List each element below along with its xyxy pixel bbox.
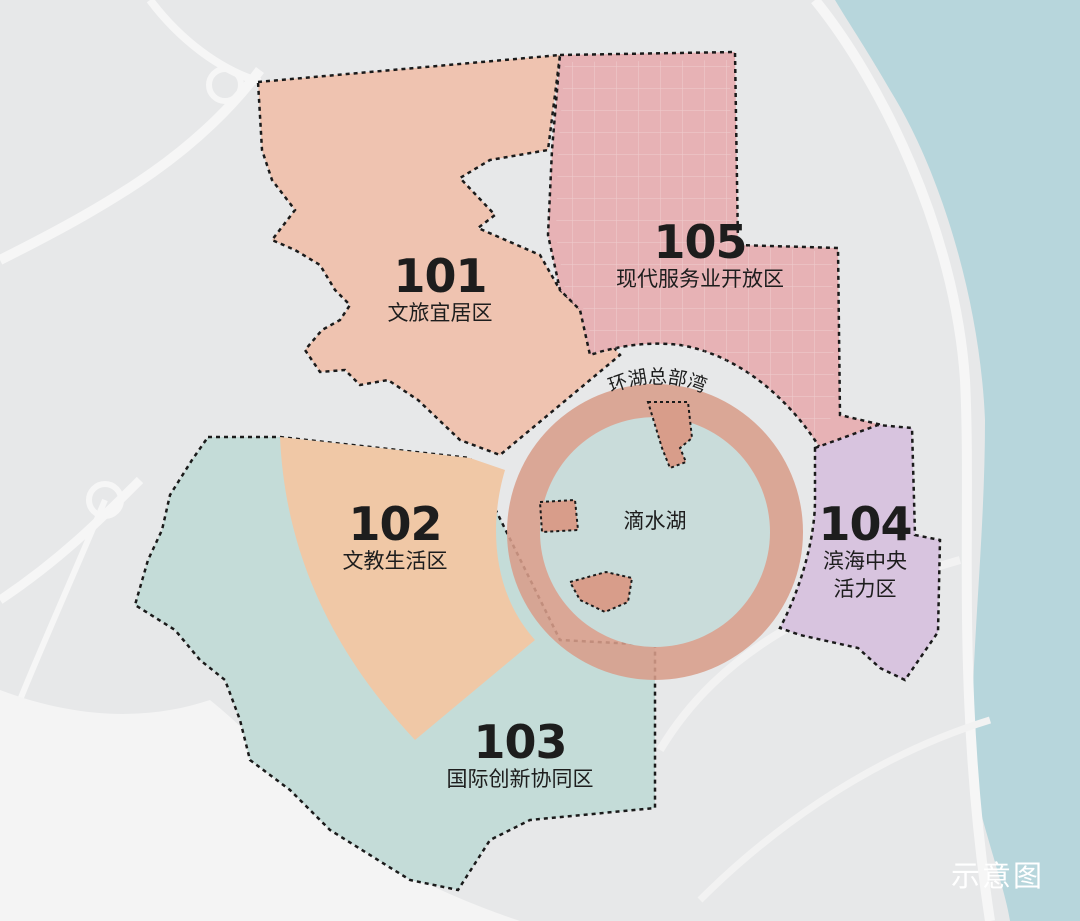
zone-105-label: 105 现代服务业开放区 xyxy=(600,218,800,294)
sea-area xyxy=(835,0,1080,921)
watermark: 示意图 xyxy=(950,859,1044,893)
roundabout-north xyxy=(206,66,244,104)
lake-label-box: 滴水湖 xyxy=(595,508,715,535)
lake-label: 滴水湖 xyxy=(623,509,687,533)
lake-pier-north xyxy=(646,401,694,470)
zone-102-name: 文教生活区 xyxy=(342,549,448,574)
road-north xyxy=(146,0,262,86)
lake-pier-west xyxy=(538,498,580,534)
zone-102-label: 102 文教生活区 xyxy=(325,500,465,576)
zone-105-name: 现代服务业开放区 xyxy=(616,267,784,292)
zone-101-name: 文旅宜居区 xyxy=(387,301,493,326)
zone-104-name-line2: 活力区 xyxy=(833,576,897,601)
zone-105-number: 105 xyxy=(653,215,747,269)
zone-101-area xyxy=(256,53,622,457)
zone-103-name: 国际创新协同区 xyxy=(446,767,594,792)
zone-105-grid xyxy=(556,60,835,440)
road-west xyxy=(0,476,144,604)
zone-102-number: 102 xyxy=(348,497,442,551)
zone-104-label: 104 滨海中央 活力区 xyxy=(810,500,920,603)
zone-104-area xyxy=(778,423,942,682)
zone-103-number: 103 xyxy=(473,715,567,769)
road-west-2 xyxy=(17,498,108,702)
zone-104-number: 104 xyxy=(818,497,912,551)
zone-103-label: 103 国际创新协同区 xyxy=(420,718,620,794)
zone-102-area xyxy=(280,437,535,740)
roundabout-west xyxy=(86,481,124,519)
zone-101-label: 101 文旅宜居区 xyxy=(370,252,510,328)
road-southeast xyxy=(697,716,992,903)
lake-island-south xyxy=(568,570,634,614)
zone-104-name-line1: 滨海中央 xyxy=(823,549,907,574)
zone-101-number: 101 xyxy=(393,249,487,303)
